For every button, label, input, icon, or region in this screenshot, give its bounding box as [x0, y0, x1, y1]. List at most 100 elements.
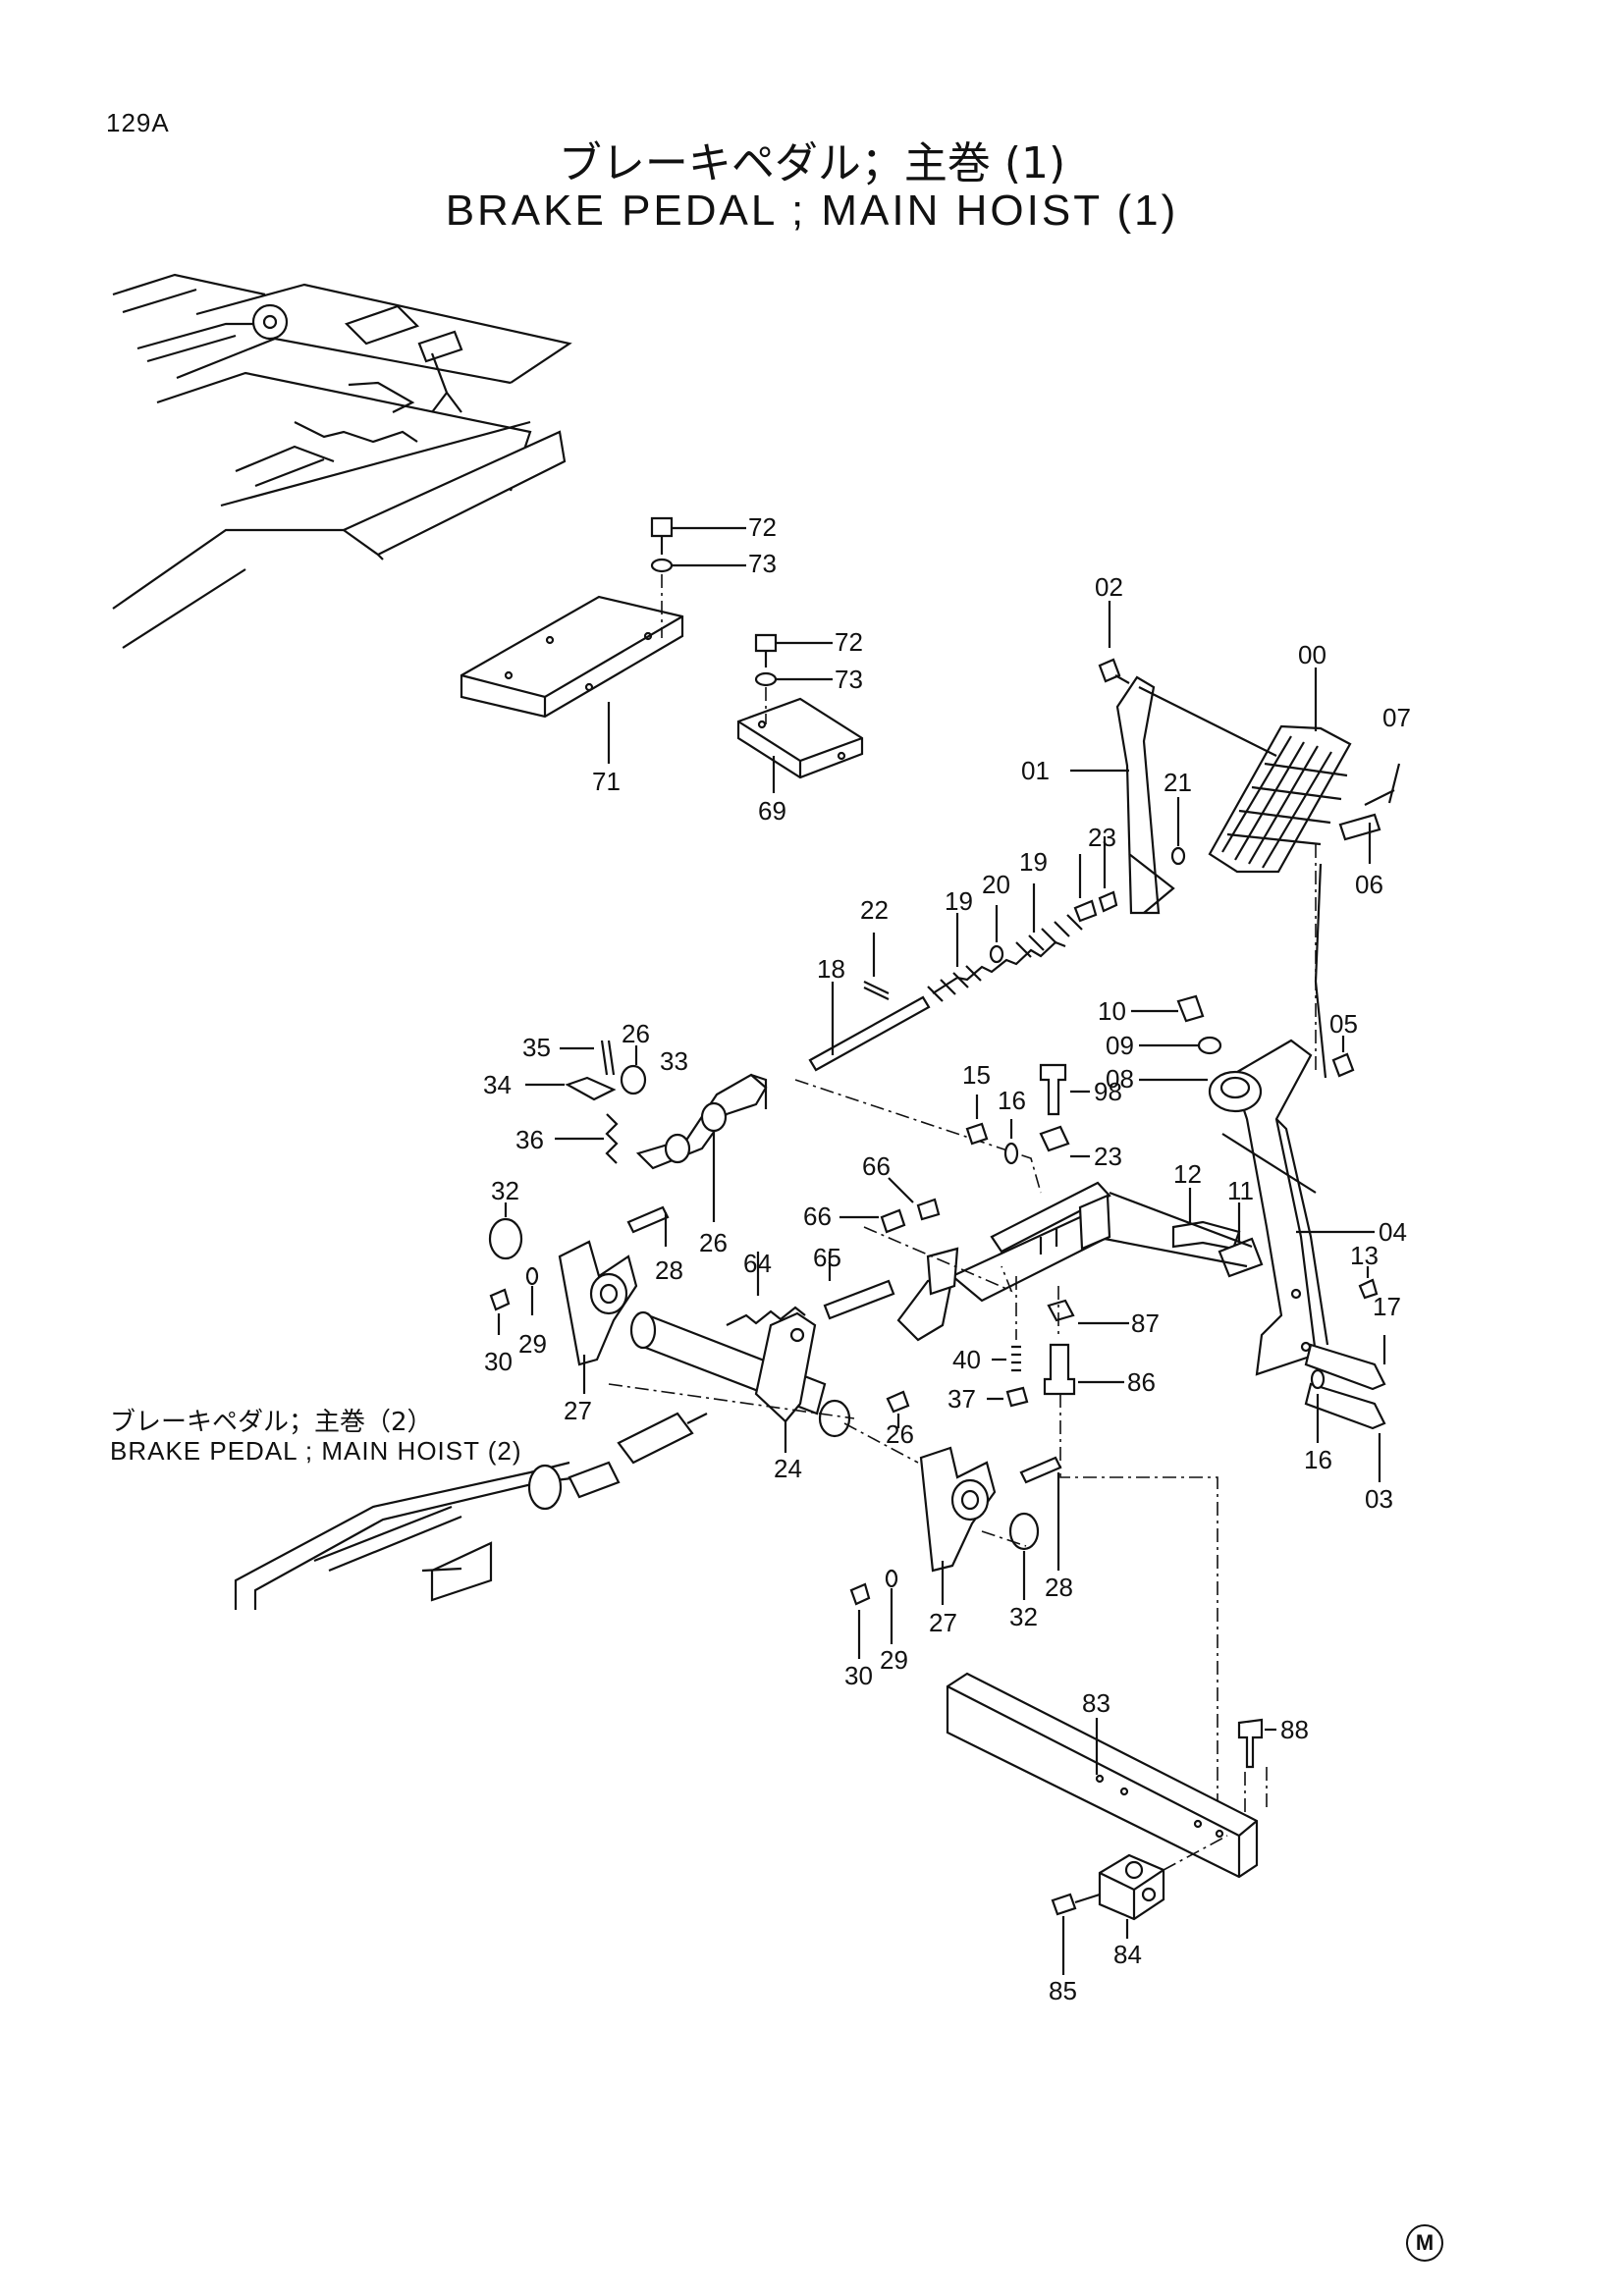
centerline-84: [1163, 1835, 1228, 1871]
callout-83: 83: [1082, 1688, 1110, 1718]
bushing-26c: [886, 1390, 910, 1414]
reference-link-japanese[interactable]: ブレーキペダル；主巻（2）: [110, 1408, 433, 1437]
bracket-65: [896, 1247, 959, 1342]
spring-36: [605, 1113, 619, 1164]
callout-71: 71: [592, 767, 621, 796]
callout-35: 35: [522, 1033, 551, 1062]
callout-98: 98: [1094, 1077, 1122, 1106]
callout-09: 09: [1106, 1031, 1134, 1060]
bushing-26b: [700, 1101, 728, 1133]
centerline-shaft: [608, 1383, 855, 1419]
snap-ring-32b: [1008, 1512, 1040, 1551]
leaders-66: [839, 1177, 914, 1219]
leader-85: [1061, 1893, 1101, 1975]
block-84: [1098, 1853, 1165, 1939]
callout-20: 20: [982, 870, 1010, 899]
callout-01: 01: [1021, 756, 1050, 785]
bolt-98: [1039, 1063, 1067, 1116]
callout-27: 27: [564, 1396, 592, 1425]
floor-plate-69: [736, 697, 864, 779]
centerline-86-to-88: [1059, 1394, 1218, 1801]
leaders-10-09-08: [1131, 1009, 1208, 1082]
callout-04: 04: [1379, 1217, 1407, 1247]
nut-15: [965, 1122, 989, 1146]
washer-21: [1170, 846, 1186, 866]
bolt-17: [1304, 1343, 1386, 1391]
callout-24: 24: [774, 1454, 802, 1483]
callout-73: 73: [748, 549, 777, 578]
callout-17: 17: [1373, 1292, 1401, 1321]
brake-link-to-hoist-2: [234, 1412, 708, 1610]
bolt-02: [1098, 601, 1130, 684]
callout-02: 02: [1095, 572, 1123, 602]
callout-05: 05: [1329, 1009, 1358, 1039]
bearing-27-upper: [558, 1240, 638, 1394]
callout-26: 26: [886, 1419, 914, 1449]
callout-69: 69: [758, 796, 786, 826]
callout-19: 19: [1019, 847, 1048, 877]
callout-11: 11: [1227, 1176, 1254, 1205]
callout-16: 16: [998, 1086, 1026, 1115]
callout-73: 73: [835, 665, 863, 694]
callout-28: 28: [1045, 1573, 1073, 1602]
pedal-arm-01: [1115, 675, 1277, 915]
reference-link-english[interactable]: BRAKE PEDAL ; MAIN HOIST (2): [110, 1436, 522, 1466]
callout-28: 28: [655, 1255, 683, 1285]
pin-24: [818, 1399, 851, 1438]
nut-05: [1331, 1052, 1355, 1078]
page-number: 129A: [106, 108, 170, 137]
callout-84: 84: [1113, 1940, 1142, 1969]
callout-18: 18: [817, 954, 845, 984]
callout-88: 88: [1280, 1715, 1309, 1744]
callout-21: 21: [1164, 768, 1192, 797]
centerline-lower: [843, 1422, 1027, 1547]
callout-08: 08: [1106, 1064, 1134, 1094]
nut-87: [1047, 1299, 1075, 1322]
washer-29a: [525, 1266, 539, 1286]
pin-06-07: [1338, 789, 1395, 864]
roller-08: [1208, 1070, 1263, 1113]
bolt-72-upper: [650, 516, 746, 638]
bolt-12: [1171, 1220, 1241, 1251]
washer-16a: [1003, 1142, 1019, 1165]
callout-19: 19: [945, 886, 973, 916]
callout-30: 30: [484, 1347, 513, 1376]
callout-86: 86: [1127, 1367, 1156, 1397]
callout-66: 66: [803, 1201, 832, 1231]
callout-34: 34: [483, 1070, 512, 1099]
callout-37: 37: [947, 1384, 976, 1414]
nut-66b: [916, 1198, 941, 1221]
page-title-english: BRAKE PEDAL ; MAIN HOIST (1): [445, 187, 1179, 235]
nut-30b: [849, 1582, 871, 1606]
callout-65: 65: [813, 1243, 841, 1272]
nut-66a: [880, 1208, 906, 1234]
callout-29: 29: [518, 1329, 547, 1359]
callout-72: 72: [835, 627, 863, 657]
callout-85: 85: [1049, 1976, 1077, 2005]
centerline-66: [863, 1226, 1013, 1293]
callout-26: 26: [622, 1019, 650, 1048]
centerline-88: [1244, 1767, 1268, 1814]
bolt-28b: [1019, 1456, 1062, 1484]
callout-12: 12: [1173, 1159, 1202, 1189]
nut-23b: [1039, 1125, 1070, 1152]
leader-07: [1387, 763, 1401, 804]
washer-16b: [1310, 1368, 1326, 1390]
callout-03: 03: [1365, 1484, 1393, 1514]
callout-26: 26: [699, 1228, 728, 1257]
callout-16: 16: [1304, 1445, 1332, 1474]
callout-32: 32: [491, 1176, 519, 1205]
washer-29b: [885, 1569, 898, 1588]
bolt-10: [1176, 994, 1205, 1023]
bushing-33: [664, 1133, 691, 1164]
part-callouts: 72 73 72 73 71 69 02 00 07 01 21 06 23 1…: [483, 512, 1411, 2005]
snap-ring-32a: [488, 1217, 523, 1260]
bolt-34: [565, 1076, 617, 1101]
setscrew-40: [1011, 1345, 1021, 1372]
callout-64: 64: [743, 1249, 772, 1278]
callout-40: 40: [952, 1345, 981, 1374]
bearing-27-lower: [919, 1446, 997, 1605]
callout-00: 00: [1298, 640, 1326, 669]
spring-64: [726, 1306, 806, 1326]
